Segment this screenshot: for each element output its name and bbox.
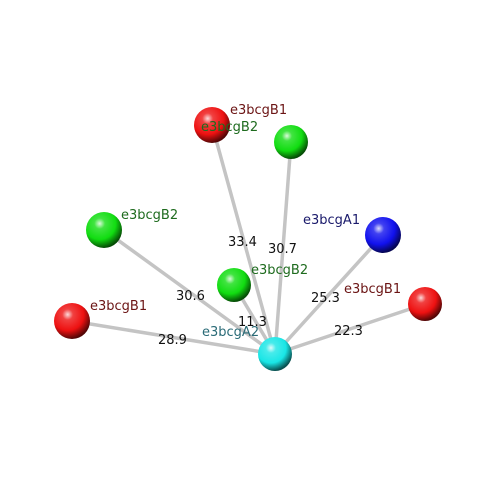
atom-label-a6: e3bcgA1 [303, 213, 360, 228]
atom-label-a5: e3bcgB2 [251, 263, 308, 278]
bond-a1 [70, 319, 277, 356]
atom-a3[interactable] [194, 107, 230, 143]
bond-a3 [210, 123, 277, 356]
bond-a4 [273, 140, 293, 356]
atom-a1[interactable] [54, 303, 90, 339]
atom-center[interactable] [258, 337, 292, 371]
atom-label-a3: e3bcgB1 [230, 103, 287, 118]
atom-a6[interactable] [365, 217, 401, 253]
atom-label-a1: e3bcgB1 [90, 299, 147, 314]
atom-a4[interactable] [274, 125, 308, 159]
distance-label-a3: 33.4 [228, 235, 257, 250]
distance-label-a6: 25.3 [311, 291, 340, 306]
distance-label-a1: 28.9 [158, 333, 187, 348]
bond-a6 [273, 233, 385, 356]
distance-label-a4: 30.7 [268, 242, 297, 257]
distance-label-a2: 30.6 [176, 289, 205, 304]
distance-label-a5: 11.3 [238, 315, 267, 330]
bond-a2 [102, 228, 277, 356]
atom-label-center: e3bcgA2 [202, 325, 259, 340]
atom-label-a7: e3bcgB1 [344, 282, 401, 297]
distance-label-a7: 22.3 [334, 324, 363, 339]
atom-label-a2: e3bcgB2 [121, 208, 178, 223]
atom-label-a4: e3bcgB2 [201, 120, 258, 135]
atom-a5[interactable] [217, 268, 251, 302]
bond-a7 [273, 302, 427, 356]
atom-a2[interactable] [86, 212, 122, 248]
atom-a7[interactable] [408, 287, 442, 321]
